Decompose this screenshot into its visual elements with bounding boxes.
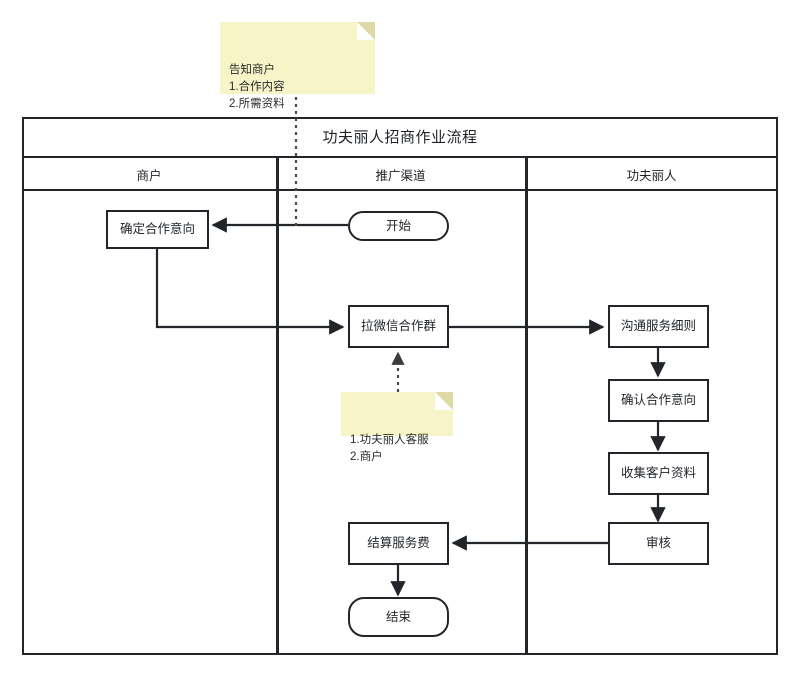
page-title: 功夫丽人招商作业流程 bbox=[322, 129, 478, 146]
note-fold-icon bbox=[435, 392, 453, 410]
node-wechat-group[interactable]: 拉微信合作群 bbox=[348, 305, 449, 348]
note-middle: 1.功夫丽人客服 2.商户 bbox=[341, 392, 453, 463]
diagram-title-bar: 功夫丽人招商作业流程 bbox=[22, 117, 778, 158]
lane-header-merchant: 商户 bbox=[136, 169, 162, 183]
node-start[interactable]: 开始 bbox=[348, 211, 449, 241]
note-fold-icon bbox=[357, 22, 375, 40]
node-service-detail[interactable]: 沟通服务细则 bbox=[608, 305, 709, 348]
lane-header-kungfu: 功夫丽人 bbox=[626, 169, 677, 183]
note-top-text: 告知商户 1.合作内容 2.所需资料 bbox=[229, 64, 285, 110]
note-middle-text: 1.功夫丽人客服 2.商户 bbox=[350, 434, 429, 464]
node-confirm-intent[interactable]: 确定合作意向 bbox=[106, 210, 209, 249]
lane-header-channel: 推广渠道 bbox=[375, 169, 426, 183]
node-review[interactable]: 审核 bbox=[608, 522, 709, 565]
node-end[interactable]: 结束 bbox=[348, 597, 449, 637]
node-collect-info[interactable]: 收集客户资料 bbox=[608, 452, 709, 495]
node-settle-fee[interactable]: 结算服务费 bbox=[348, 522, 449, 565]
lane-divider-2 bbox=[525, 158, 528, 655]
node-confirm-cooperation[interactable]: 确认合作意向 bbox=[608, 379, 709, 422]
note-top: 告知商户 1.合作内容 2.所需资料 bbox=[220, 22, 375, 110]
lane-divider-1 bbox=[276, 158, 279, 655]
lane-header-row: 商户 推广渠道 功夫丽人 bbox=[22, 158, 778, 191]
